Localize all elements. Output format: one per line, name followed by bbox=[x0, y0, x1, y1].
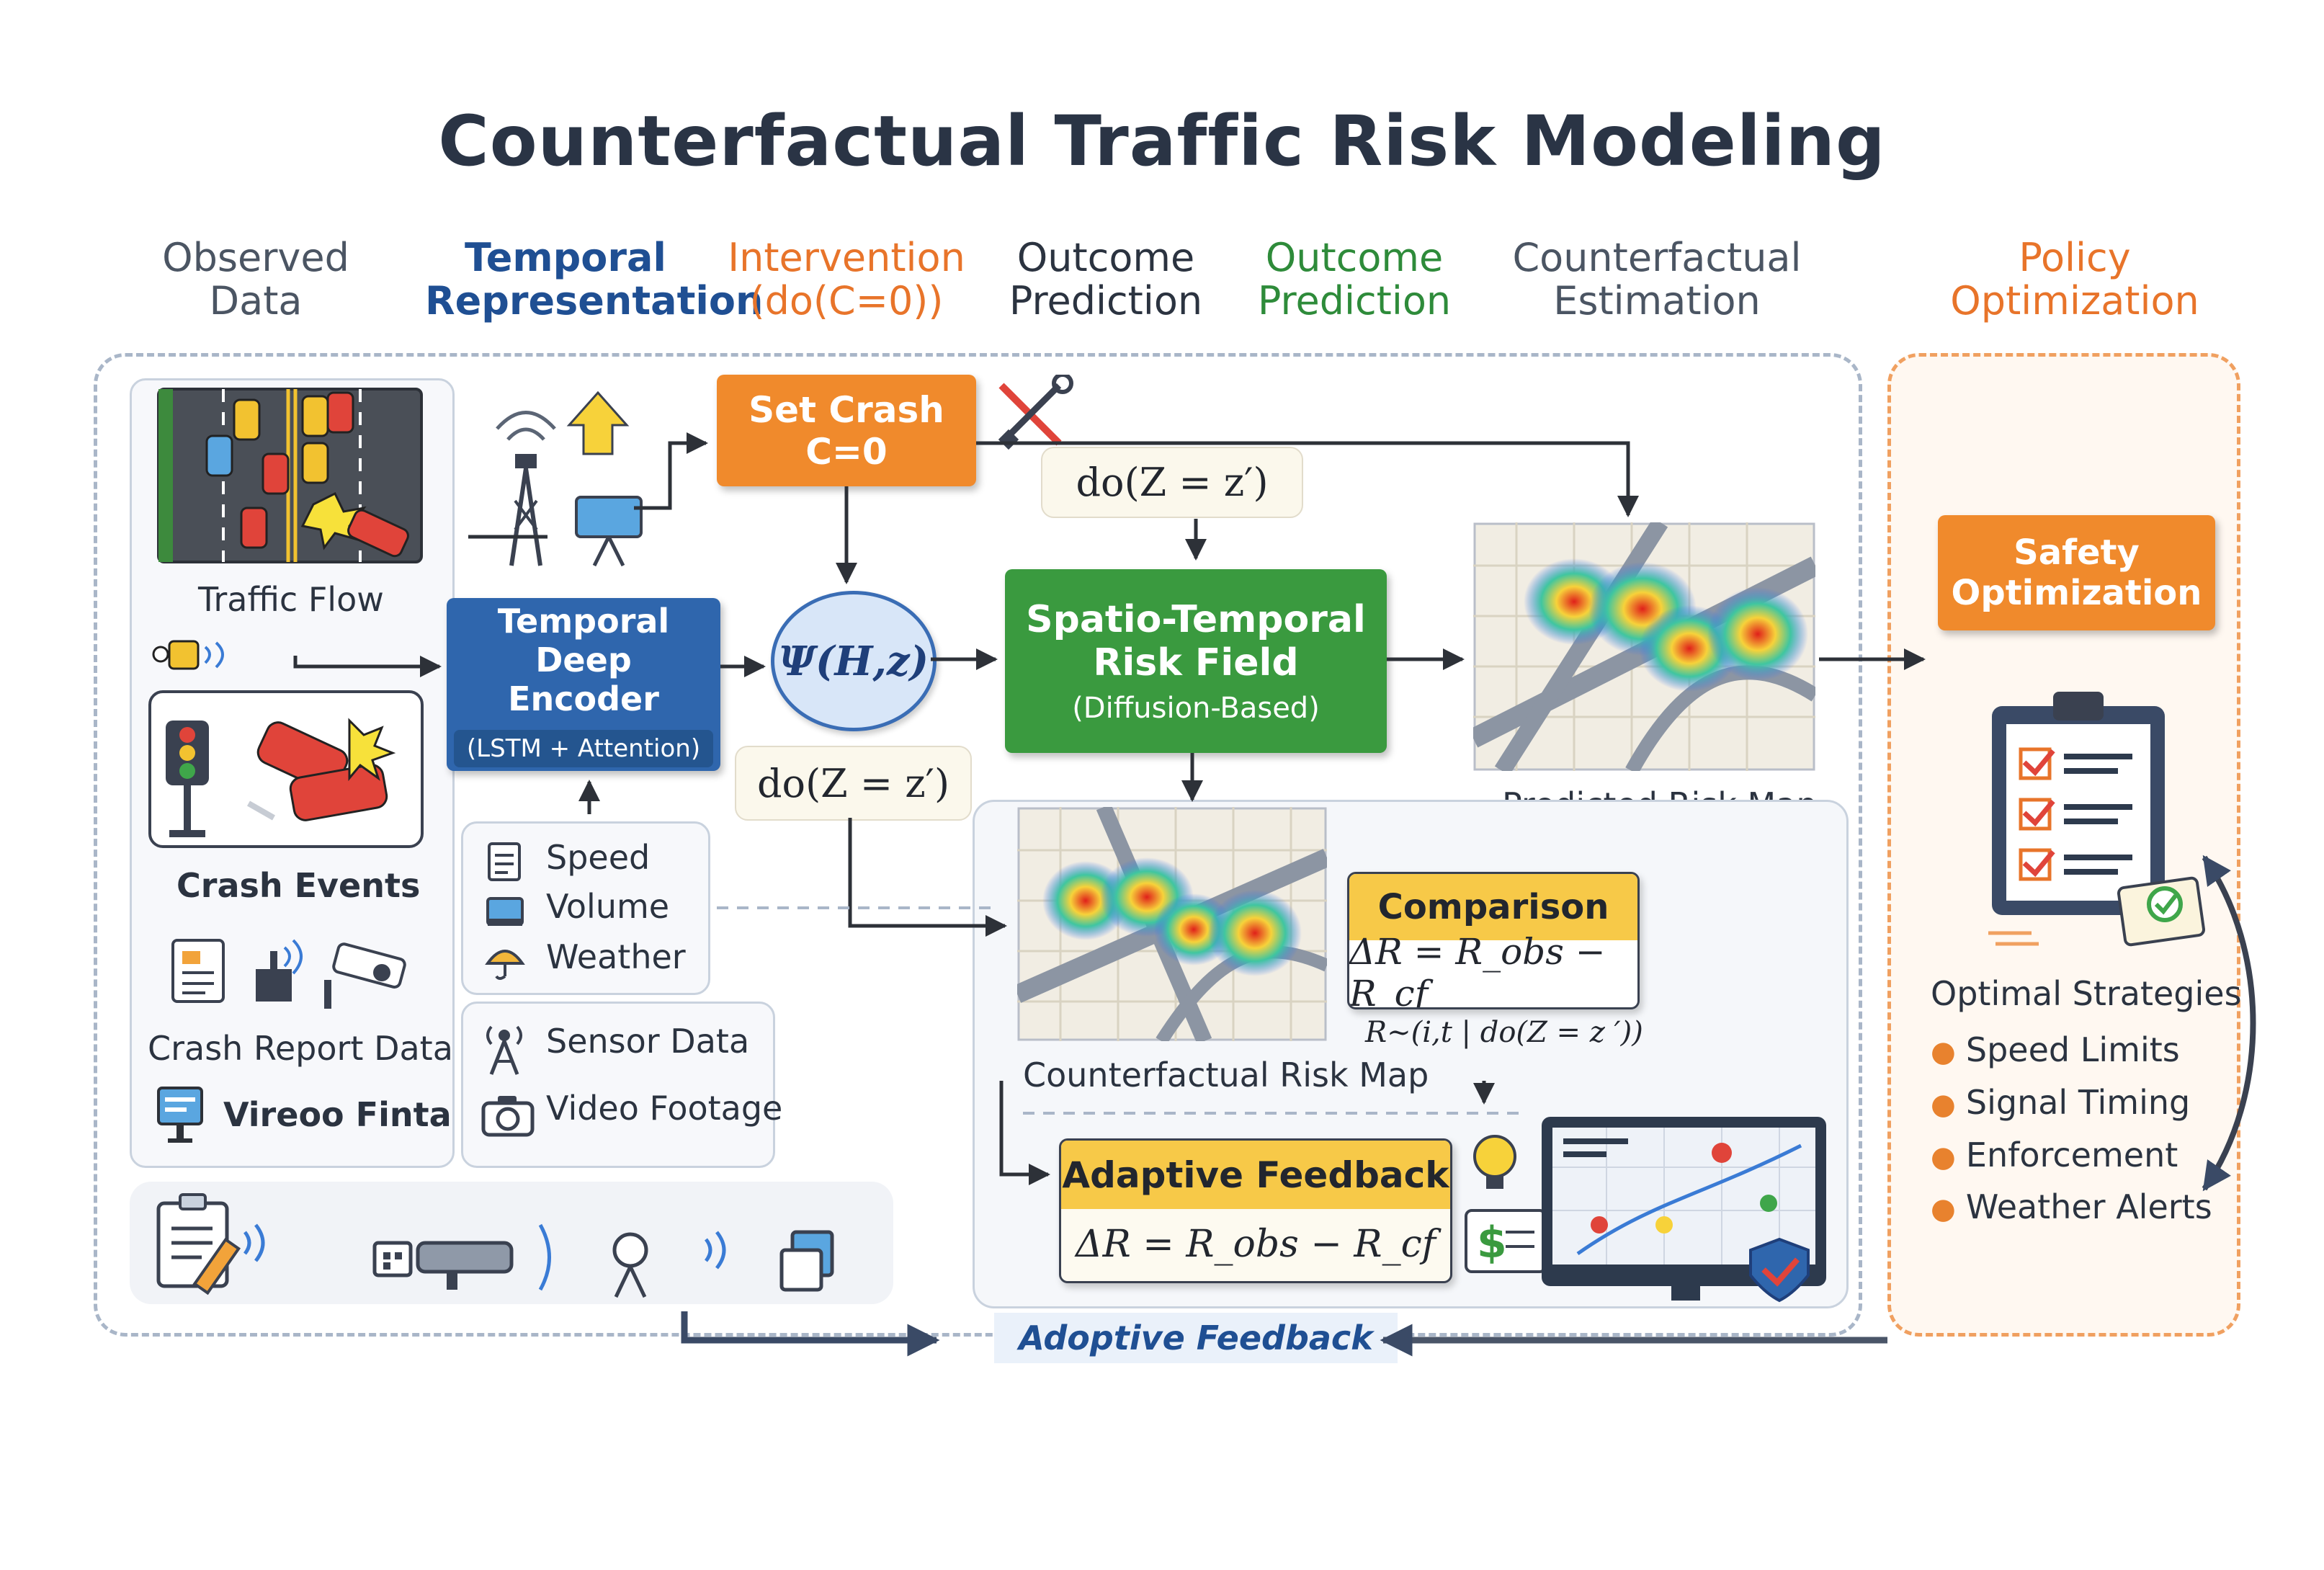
svg-text:$: $ bbox=[1477, 1218, 1507, 1268]
crash-report-icons bbox=[162, 929, 429, 1009]
column-observed-data: Observed Data bbox=[151, 236, 360, 323]
sensor-data-label: Sensor Data bbox=[546, 1022, 750, 1061]
main-pipeline-panel bbox=[94, 353, 1862, 1337]
column-intervention: Intervention (do(C=0)) bbox=[720, 236, 973, 323]
risk-field-title: Risk Field bbox=[1093, 641, 1299, 684]
features-box: Speed Volume Weather bbox=[461, 821, 710, 995]
weather-icon bbox=[483, 939, 527, 982]
risk-field-box: Spatio-Temporal Risk Field (Diffusion-Ba… bbox=[1005, 569, 1387, 753]
column-counterfactual-estimation: Counterfactual Estimation bbox=[1506, 236, 1808, 323]
traffic-flow-label: Traffic Flow bbox=[198, 580, 384, 619]
counterfactual-risk-map bbox=[1013, 803, 1331, 1045]
set-crash-box: Set Crash C=0 bbox=[717, 375, 976, 486]
safety-label: Optimization bbox=[1951, 573, 2202, 613]
strategy-label: Speed Limits bbox=[1965, 1030, 2180, 1069]
adaptive-feedback-label: Adaptive Feedback bbox=[1061, 1141, 1450, 1209]
column-outcome-prediction-1: Outcome Prediction bbox=[994, 236, 1217, 323]
video-finta-label: Vireoo Finta bbox=[223, 1095, 452, 1134]
strategy-label: Weather Alerts bbox=[1965, 1187, 2212, 1226]
column-label: Optimization bbox=[1950, 278, 2199, 324]
risk-field-title: Spatio-Temporal bbox=[1026, 597, 1366, 641]
risk-field-subtitle: (Diffusion-Based) bbox=[1072, 691, 1320, 725]
set-crash-value: C=0 bbox=[805, 430, 888, 473]
adoptive-feedback-bottom-label: Adoptive Feedback bbox=[994, 1313, 1398, 1363]
psi-function-node: Ψ(H,z) bbox=[771, 591, 937, 731]
encoder-title: Encoder bbox=[508, 679, 659, 718]
column-label: (do(C=0)) bbox=[749, 278, 944, 324]
column-label: Estimation bbox=[1553, 278, 1761, 324]
strategy-item: ●Enforcement bbox=[1931, 1136, 2178, 1174]
traffic-flow-illustration bbox=[155, 385, 425, 566]
safety-optimization-box: Safety Optimization bbox=[1938, 515, 2215, 630]
comparison-box: Comparison ΔR = R_obs − R_cf bbox=[1347, 872, 1640, 1009]
antenna-icon bbox=[481, 1020, 528, 1077]
safety-label: Safety bbox=[2014, 532, 2140, 573]
clipboard-checklist-icon bbox=[1974, 684, 2212, 958]
column-label: Prediction bbox=[1257, 278, 1452, 324]
encoder-subtitle: (LSTM + Attention) bbox=[453, 730, 714, 767]
camera-icon bbox=[479, 1090, 537, 1141]
do-operator-mid: do(Z = z′) bbox=[735, 746, 972, 821]
strategy-item: ●Weather Alerts bbox=[1931, 1187, 2212, 1226]
dashboard-illustration: $ bbox=[1462, 1117, 1837, 1304]
strategy-label: Enforcement bbox=[1965, 1136, 2178, 1174]
feature-volume: Volume bbox=[546, 887, 670, 926]
column-label: Observed bbox=[162, 235, 349, 280]
column-label: Policy bbox=[2019, 235, 2131, 280]
strategy-item: ●Speed Limits bbox=[1931, 1030, 2180, 1069]
adaptive-feedback-formula: ΔR = R_obs − R_cf bbox=[1076, 1223, 1436, 1266]
crash-report-label: Crash Report Data bbox=[148, 1029, 453, 1068]
sensor-data-box: Sensor Data Video Footage bbox=[461, 1002, 782, 1168]
column-policy-optimization: Policy Optimization bbox=[1938, 236, 2212, 323]
predicted-risk-map bbox=[1468, 517, 1820, 776]
column-label: Intervention bbox=[728, 235, 965, 280]
strategy-label: Signal Timing bbox=[1965, 1083, 2191, 1122]
column-label: Temporal bbox=[465, 235, 666, 280]
crash-events-illustration bbox=[148, 634, 425, 850]
r-tilde-expression: R∼(i,t | do(Z = z ′)) bbox=[1365, 1016, 1643, 1049]
comparison-label: Comparison bbox=[1349, 874, 1637, 940]
do-operator-top: do(Z = z′) bbox=[1041, 447, 1303, 518]
column-label: Outcome bbox=[1016, 235, 1195, 280]
sensor-illustrations bbox=[130, 1182, 893, 1304]
column-label: Prediction bbox=[1009, 278, 1203, 324]
adaptive-feedback-box: Adaptive Feedback ΔR = R_obs − R_cf bbox=[1059, 1138, 1452, 1283]
tower-illustration bbox=[483, 385, 656, 573]
volume-icon bbox=[483, 890, 527, 933]
column-label: Outcome bbox=[1265, 235, 1444, 280]
psi-label: Ψ(H,z) bbox=[778, 637, 929, 685]
monitor-icon bbox=[155, 1084, 205, 1149]
column-outcome-prediction-2: Outcome Prediction bbox=[1239, 236, 1470, 323]
page-title: Counterfactual Traffic Risk Modeling bbox=[438, 101, 1886, 182]
column-label: Data bbox=[209, 278, 303, 324]
video-footage-label: Video Footage bbox=[546, 1089, 783, 1128]
document-icon bbox=[483, 839, 527, 883]
counterfactual-risk-map-label: Counterfactual Risk Map bbox=[1023, 1056, 1429, 1094]
encoder-title: Temporal Deep bbox=[497, 602, 670, 679]
strategy-item: ●Signal Timing bbox=[1931, 1083, 2191, 1122]
feature-speed: Speed bbox=[546, 838, 651, 877]
crash-events-label: Crash Events bbox=[176, 866, 421, 905]
column-label: Counterfactual bbox=[1512, 235, 1802, 280]
optimal-strategies-title: Optimal Strategies bbox=[1931, 974, 2242, 1013]
feature-weather: Weather bbox=[546, 937, 686, 976]
temporal-deep-encoder: Temporal Deep Encoder (LSTM + Attention) bbox=[447, 598, 720, 771]
set-crash-label: Set Crash bbox=[748, 388, 944, 431]
